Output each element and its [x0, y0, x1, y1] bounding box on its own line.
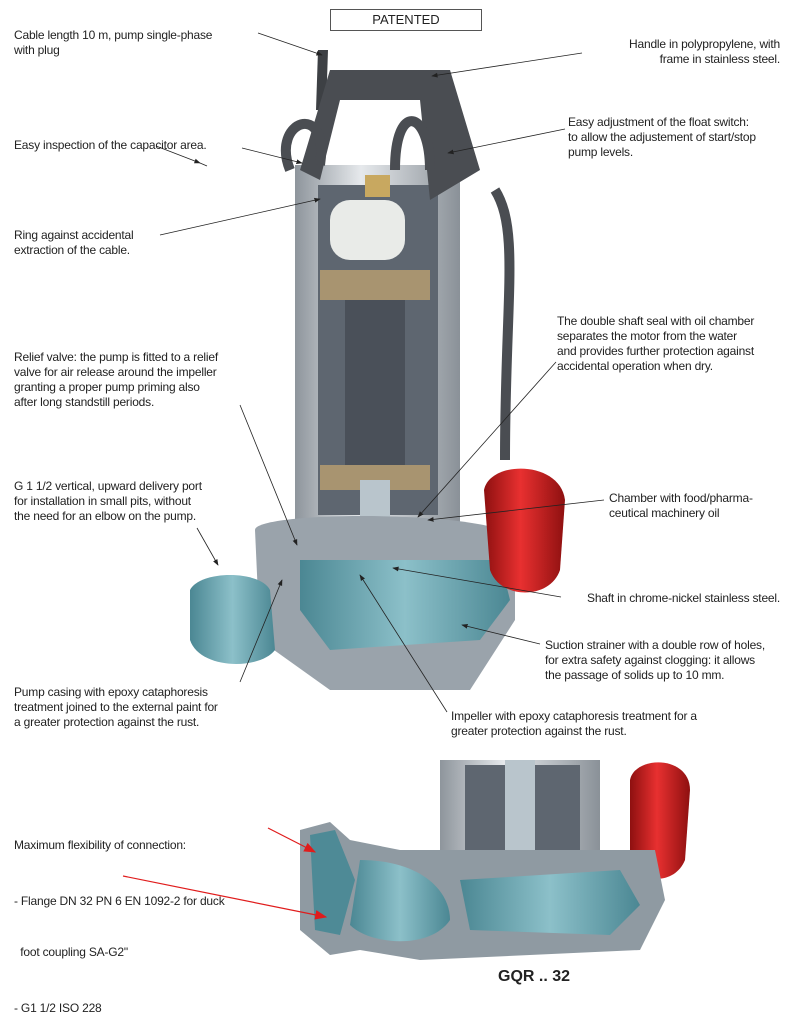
callout-line: to allow the adjustement of start/stop [568, 130, 756, 144]
callout-cable: Cable length 10 m, pump single-phase wit… [14, 28, 254, 58]
red-arrows [122, 827, 328, 920]
callout-line: Suction strainer with a double row of ho… [545, 638, 765, 652]
leader-lines [155, 32, 605, 713]
callout-line: after long standstill periods. [14, 395, 155, 409]
callout-line: Maximum flexibility of connection: [14, 838, 186, 852]
callout-line: Easy adjustment of the float switch: [568, 115, 749, 129]
callout-ring: Ring against accidental extraction of th… [14, 228, 134, 258]
callout-strainer: Suction strainer with a double row of ho… [545, 638, 780, 683]
callout-connection: Maximum flexibility of connection: - Fla… [14, 803, 225, 1034]
callout-line: for extra safety against clogging: it al… [545, 653, 755, 667]
callout-line: a greater protection against the rust. [14, 715, 200, 729]
callout-line: ceutical machinery oil [609, 506, 720, 520]
callout-line: pump levels. [568, 145, 633, 159]
callout-line: the need for an elbow on the pump. [14, 509, 197, 523]
callout-line: - Flange DN 32 PN 6 EN 1092-2 for duck [14, 894, 225, 908]
pump-detail-gqr32 [300, 760, 690, 960]
callout-shaft-seal: The double shaft seal with oil chamber s… [557, 314, 780, 374]
callout-line: Handle in polypropylene, with [629, 37, 780, 51]
callout-line: and provides further protection against [557, 344, 754, 358]
callout-line: greater protection against the rust. [451, 724, 627, 738]
callout-line: frame in stainless steel. [659, 52, 781, 66]
callout-line: valve for air release around the impelle… [14, 365, 217, 379]
callout-line: Easy inspection of the capacitor area. [14, 138, 207, 152]
callout-line: treatment joined to the external paint f… [14, 700, 218, 714]
callout-oil-chamber: Chamber with food/pharma- ceutical machi… [609, 491, 780, 521]
callout-line: Pump casing with epoxy cataphoresis [14, 685, 208, 699]
callout-handle: Handle in polypropylene, with frame in s… [560, 37, 780, 67]
callout-line: foot coupling SA-G2" [14, 945, 128, 959]
callout-float-switch: Easy adjustment of the float switch: to … [568, 115, 783, 160]
model-label: GQR .. 32 [498, 968, 571, 985]
callout-capacitor: Easy inspection of the capacitor area. [14, 138, 207, 153]
callout-line: - G1 1/2 ISO 228 [14, 1001, 102, 1015]
callout-line: the passage of solids up to 10 mm. [545, 668, 725, 682]
callout-line: with plug [14, 43, 60, 57]
patented-badge: PATENTED [330, 9, 482, 31]
callout-relief-valve: Relief valve: the pump is fitted to a re… [14, 350, 244, 410]
callout-line: Cable length 10 m, pump single-phase [14, 28, 213, 42]
callout-line: extraction of the cable. [14, 243, 130, 257]
pump-main [190, 50, 565, 690]
callout-line: The double shaft seal with oil chamber [557, 314, 755, 328]
callout-line: G 1 1/2 vertical, upward delivery port [14, 479, 202, 493]
callout-line: Relief valve: the pump is fitted to a re… [14, 350, 218, 364]
callout-line: Shaft in chrome-nickel stainless steel. [587, 591, 780, 605]
callout-line: for installation in small pits, without [14, 494, 191, 508]
callout-line: Ring against accidental [14, 228, 134, 242]
pump-illustration [122, 32, 690, 960]
callout-impeller: Impeller with epoxy cataphoresis treatme… [451, 709, 731, 739]
callout-line: Chamber with food/pharma- [609, 491, 753, 505]
callout-line: granting a proper pump priming also [14, 380, 200, 394]
callout-line: separates the motor from the water [557, 329, 737, 343]
callout-shaft: Shaft in chrome-nickel stainless steel. [560, 591, 780, 606]
callout-delivery-port: G 1 1/2 vertical, upward delivery port f… [14, 479, 224, 524]
callout-line: Impeller with epoxy cataphoresis treatme… [451, 709, 697, 723]
callout-line: accidental operation when dry. [557, 359, 713, 373]
callout-pump-casing: Pump casing with epoxy cataphoresis trea… [14, 685, 249, 730]
